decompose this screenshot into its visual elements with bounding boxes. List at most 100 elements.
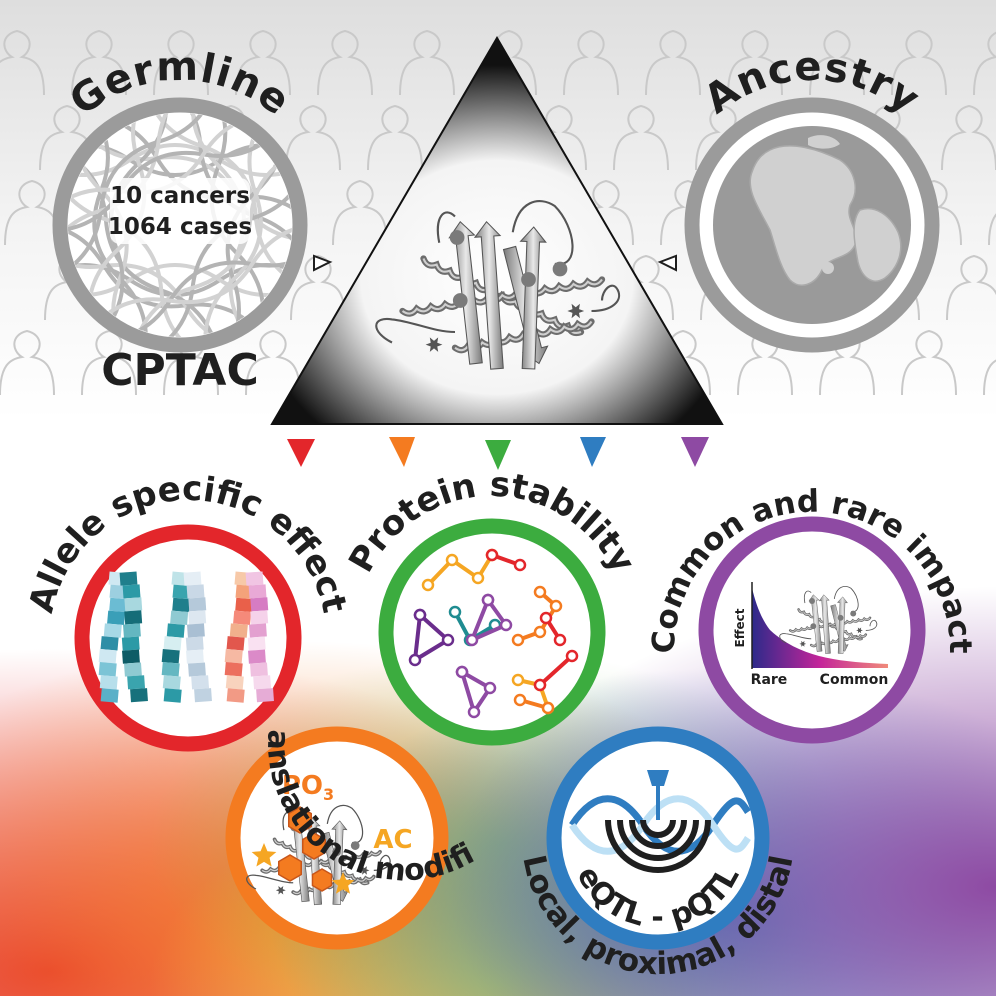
allele-segment xyxy=(119,571,138,586)
allele-segment xyxy=(188,597,207,612)
allele-segment xyxy=(127,675,146,690)
red-pointer xyxy=(287,439,315,467)
allele-segment xyxy=(183,571,202,586)
po3-label: PO3 xyxy=(282,771,334,804)
allele-segment xyxy=(130,688,148,703)
person-silhouette xyxy=(285,104,341,171)
allele-segment xyxy=(172,584,191,600)
allele-segment xyxy=(162,675,181,690)
network-node xyxy=(413,608,427,622)
person-silhouette xyxy=(0,329,55,396)
allele-segment xyxy=(100,688,119,703)
allele-segment xyxy=(99,675,118,690)
allele-segment xyxy=(161,662,180,677)
person-silhouette xyxy=(81,329,137,396)
network-node xyxy=(471,571,485,585)
network-node xyxy=(455,665,469,679)
allele-segment xyxy=(107,610,126,626)
person-silhouette xyxy=(0,29,45,96)
network-node xyxy=(485,548,499,562)
impact-protein-icon xyxy=(779,586,878,654)
color-pointers xyxy=(287,437,709,470)
allele-segment xyxy=(224,662,243,677)
phosphate-hexagon xyxy=(277,854,303,882)
person-silhouette xyxy=(901,329,957,396)
network-edge xyxy=(538,654,574,687)
network-node xyxy=(565,649,579,663)
person-silhouette xyxy=(727,29,783,96)
network-edge xyxy=(426,553,494,587)
allele-segment xyxy=(253,675,272,690)
person-silhouette xyxy=(245,329,301,396)
allele-segment xyxy=(188,662,206,677)
allele-segment xyxy=(122,584,141,599)
allele-segment xyxy=(98,662,117,677)
network-node xyxy=(539,611,553,625)
cptac-label: CPTAC xyxy=(101,345,258,396)
person-silhouette xyxy=(153,29,209,96)
allele-segment xyxy=(186,649,204,664)
person-silhouette xyxy=(613,104,669,171)
network-node xyxy=(467,705,481,719)
allele-segment xyxy=(170,610,189,626)
allele-segment xyxy=(249,623,267,638)
germline-cases-text: 1064 cases xyxy=(108,214,252,240)
impact-axis-rare: Rare xyxy=(751,672,788,688)
germline-text-backing xyxy=(110,178,250,244)
person-silhouette xyxy=(946,254,996,321)
network-node xyxy=(541,701,555,715)
impact-axis-effect: Effect xyxy=(733,608,747,647)
person-silhouette xyxy=(973,31,996,96)
person-silhouette xyxy=(4,179,60,246)
allele-segment xyxy=(186,584,205,599)
person-silhouette xyxy=(891,29,947,96)
ancestry-panel: Ancestry xyxy=(684,44,940,353)
germline-pointer xyxy=(313,254,333,272)
ptm-protein-icon xyxy=(246,804,391,906)
person-silhouette xyxy=(235,29,291,96)
ac-label: AC xyxy=(373,825,412,855)
orange-pointer xyxy=(389,437,415,467)
globe-continents xyxy=(749,135,902,286)
network-node xyxy=(408,653,422,667)
allele-segment xyxy=(188,610,207,625)
stability-networks xyxy=(408,548,579,719)
allele-segment xyxy=(226,688,245,703)
phosphate-hexagon xyxy=(301,832,327,860)
impact-curve xyxy=(752,588,888,668)
allele-segment xyxy=(98,648,117,664)
allele-segment xyxy=(166,623,185,638)
network-node xyxy=(533,585,547,599)
allele-segment xyxy=(103,623,122,638)
person-silhouette xyxy=(39,104,95,171)
acetyl-star xyxy=(251,843,277,867)
allele-segment xyxy=(123,623,141,638)
network-edge xyxy=(460,670,492,714)
allele-segment xyxy=(248,584,267,599)
person-silhouette xyxy=(563,29,619,96)
ancestry-pointer xyxy=(657,254,677,272)
network-node xyxy=(533,678,547,692)
network-node xyxy=(511,633,525,647)
network-node xyxy=(533,625,547,639)
person-silhouette xyxy=(290,254,346,321)
germline-cancers-text: 10 cancers xyxy=(110,183,250,209)
network-node xyxy=(549,599,563,613)
purple-pointer xyxy=(681,437,709,467)
allele-segment xyxy=(161,648,180,664)
person-silhouette xyxy=(332,179,388,246)
allele-segment xyxy=(245,571,264,586)
allele-segment xyxy=(256,688,274,703)
impact-axis-common: Common xyxy=(820,672,889,688)
network-node xyxy=(441,633,455,647)
protein-structure xyxy=(375,200,621,370)
network-node xyxy=(511,673,525,687)
allele-segment xyxy=(233,610,252,626)
allele-segment xyxy=(250,597,269,612)
allele-segment xyxy=(187,623,205,638)
person-silhouette xyxy=(941,104,996,171)
network-node xyxy=(513,558,527,572)
blue-pointer xyxy=(580,437,606,467)
